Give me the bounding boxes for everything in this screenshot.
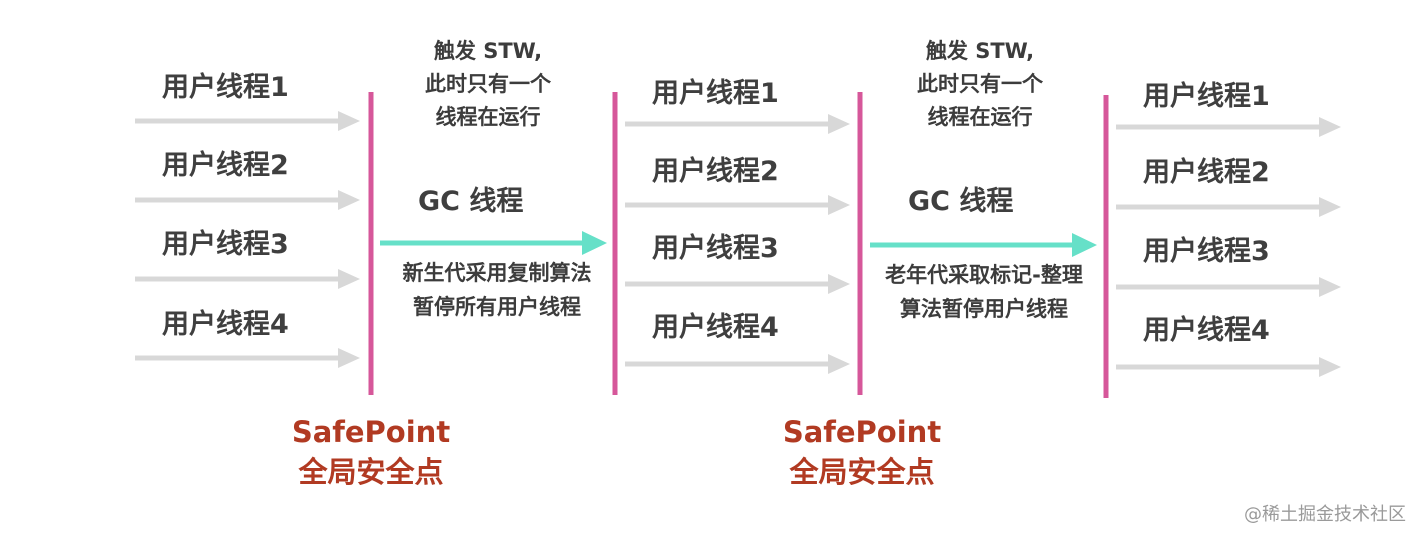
gc-arrow-head: [582, 231, 607, 255]
thread-group-2: 用户线程1 用户线程2 用户线程3 用户线程4: [625, 77, 850, 374]
stw-trigger-note: 线程在运行: [436, 105, 541, 129]
thread-label: 用户线程1: [652, 77, 779, 109]
gc-description: 暂停所有用户线程: [413, 295, 581, 319]
thread-arrow-head: [338, 348, 360, 368]
thread-label: 用户线程4: [1143, 314, 1270, 346]
thread-arrow-head: [828, 114, 850, 134]
gc-thread-label: GC 线程: [418, 186, 523, 217]
gc-description: 老年代采取标记-整理: [885, 263, 1083, 287]
safepoint-title: SafePoint: [292, 415, 451, 449]
thread-label: 用户线程3: [162, 228, 289, 260]
thread-label: 用户线程2: [1143, 156, 1270, 188]
thread-arrow-head: [828, 195, 850, 215]
thread-label: 用户线程3: [1143, 235, 1270, 267]
thread-label: 用户线程2: [162, 149, 289, 181]
stw-trigger-note: 触发 STW,: [434, 39, 542, 63]
thread-label: 用户线程1: [1143, 80, 1270, 112]
safepoint-subtitle: 全局安全点: [788, 455, 934, 489]
safepoint-title: SafePoint: [783, 415, 942, 449]
thread-arrow-head: [1319, 357, 1341, 377]
thread-label: 用户线程1: [162, 71, 289, 103]
thread-arrow-head: [338, 111, 360, 131]
thread-group-1: 用户线程1 用户线程2 用户线程3 用户线程4: [135, 71, 360, 368]
thread-arrow-head: [1319, 197, 1341, 217]
thread-arrow-head: [1319, 277, 1341, 297]
watermark: @稀土掘金技术社区: [1244, 504, 1406, 525]
thread-arrow-head: [338, 269, 360, 289]
gc-description: 算法暂停用户线程: [900, 297, 1068, 321]
thread-label: 用户线程3: [652, 232, 779, 264]
thread-group-3: 用户线程1 用户线程2 用户线程3 用户线程4: [1116, 80, 1341, 377]
stw-trigger-note: 触发 STW,: [926, 39, 1034, 63]
stw-trigger-note: 此时只有一个: [425, 72, 552, 96]
gc-description: 新生代采用复制算法: [403, 261, 592, 285]
thread-arrow-head: [828, 354, 850, 374]
thread-arrow-head: [338, 190, 360, 210]
gc-arrow-head: [1072, 233, 1097, 257]
gc-phase-2: 触发 STW, 此时只有一个 线程在运行 GC 线程 老年代采取标记-整理 算法…: [870, 39, 1097, 321]
gc-phase-1: 触发 STW, 此时只有一个 线程在运行 GC 线程 新生代采用复制算法 暂停所…: [380, 39, 607, 319]
thread-label: 用户线程2: [652, 155, 779, 187]
safepoint-label-1: SafePoint 全局安全点: [292, 415, 451, 489]
thread-arrow-head: [1319, 117, 1341, 137]
thread-arrow-head: [828, 274, 850, 294]
safepoint-label-2: SafePoint 全局安全点: [783, 415, 942, 489]
safepoint-subtitle: 全局安全点: [297, 455, 443, 489]
thread-label: 用户线程4: [162, 308, 289, 340]
stw-trigger-note: 此时只有一个: [917, 72, 1044, 96]
thread-label: 用户线程4: [652, 311, 779, 343]
stw-trigger-note: 线程在运行: [928, 105, 1033, 129]
gc-thread-label: GC 线程: [908, 186, 1013, 217]
